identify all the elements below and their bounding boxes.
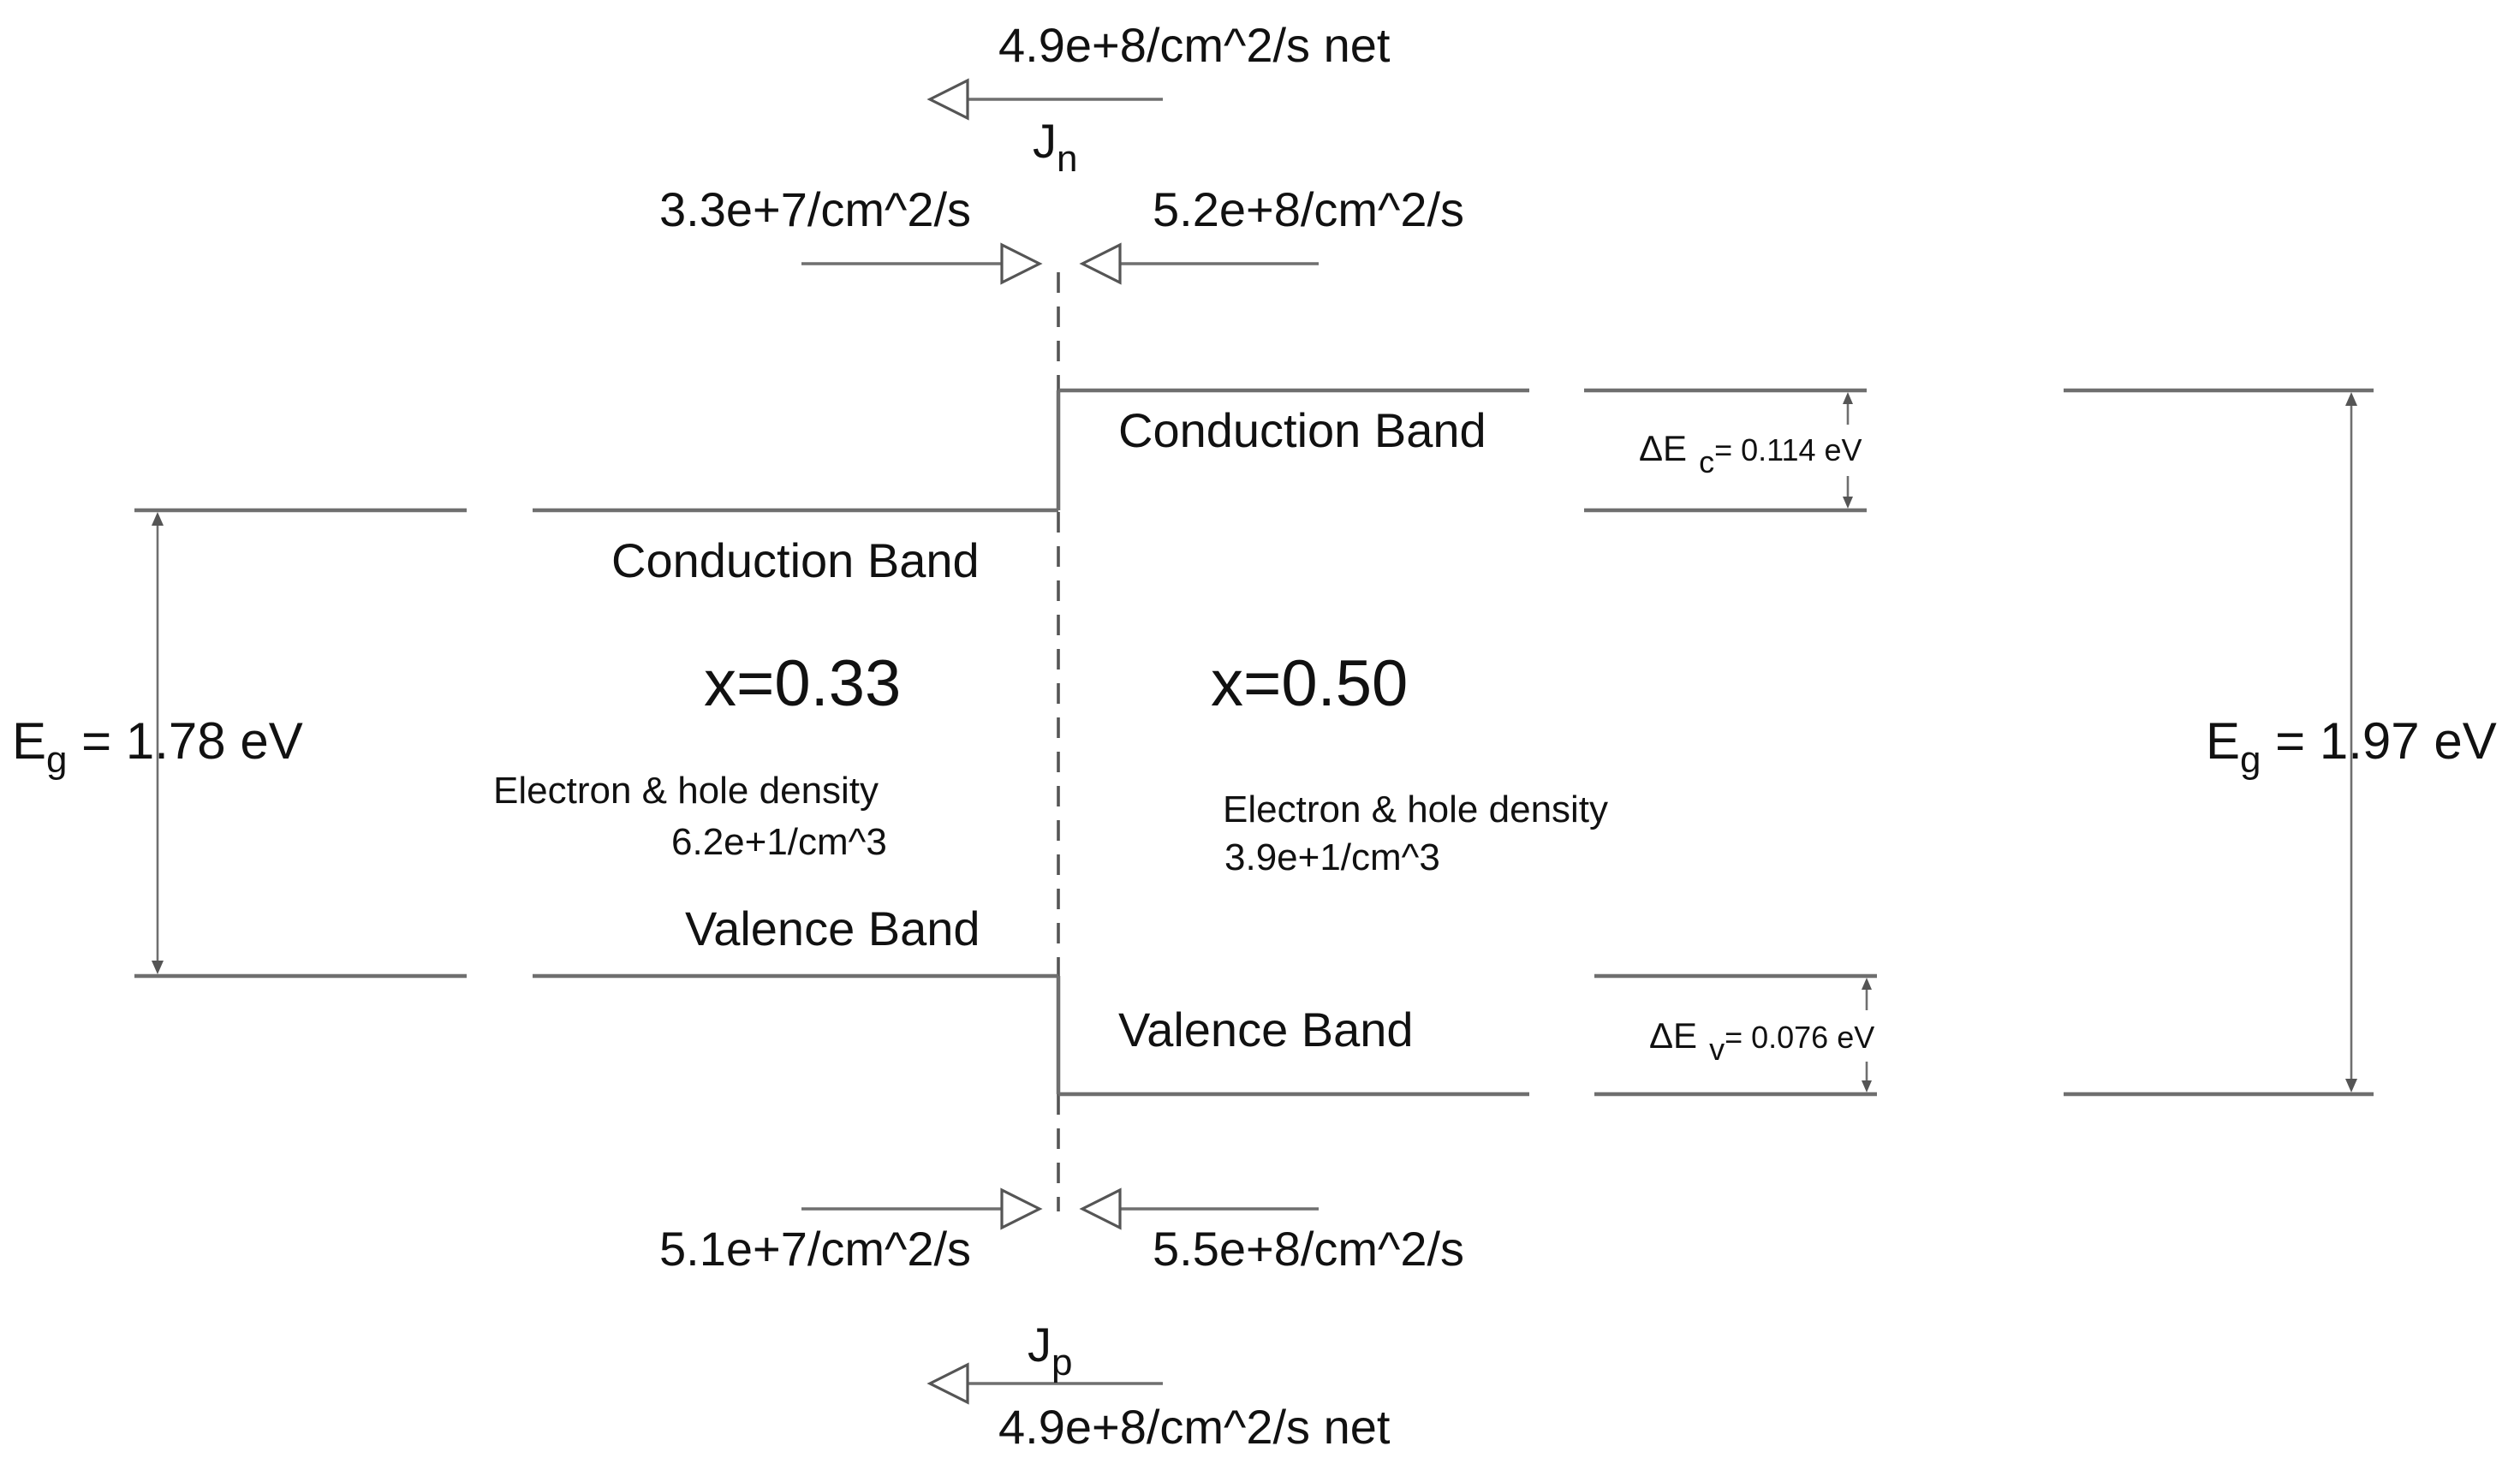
right-density-value: 3.9e+1/cm^3	[1224, 836, 1440, 878]
jp-left-arrow-head	[1000, 1187, 1043, 1230]
jp-right-arrow-head	[1079, 1187, 1122, 1230]
right-valence-band-label: Valence Band	[1118, 1003, 1414, 1056]
right-composition-label: x=0.50	[1211, 647, 1408, 720]
left-conduction-band-label: Conduction Band	[611, 533, 980, 587]
left-eg-label: Eg = 1.78 eV	[12, 712, 303, 781]
dec-arrow-top	[1843, 392, 1853, 404]
right-conduction-band-label: Conduction Band	[1118, 403, 1486, 457]
jn-left-arrow-head	[1000, 242, 1043, 285]
jp-net-flux-label: 4.9e+8/cm^2/s net	[998, 1400, 1391, 1454]
right-eg-label: Eg = 1.97 eV	[2206, 712, 2497, 781]
jp-symbol-label: Jp	[1028, 1318, 1072, 1384]
jn-net-flux-label: 4.9e+8/cm^2/s net	[998, 18, 1391, 72]
jp-right-flux-label: 5.5e+8/cm^2/s	[1153, 1222, 1464, 1276]
jn-right-arrow-head	[1079, 242, 1122, 285]
jn-net-arrow-head	[926, 78, 969, 121]
jn-symbol-label: Jn	[1033, 114, 1077, 180]
dev-arrow-bottom	[1862, 1080, 1872, 1092]
left-eg-arrow-top	[152, 512, 164, 526]
jn-left-flux-label: 3.3e+7/cm^2/s	[659, 182, 971, 236]
right-eg-arrow-bottom	[2345, 1079, 2357, 1092]
jp-net-arrow-head	[926, 1362, 969, 1405]
left-eg-arrow-bottom	[152, 961, 164, 974]
jp-left-flux-label: 5.1e+7/cm^2/s	[659, 1222, 971, 1276]
left-density-value: 6.2e+1/cm^3	[671, 821, 887, 863]
right-density-label: Electron & hole density	[1223, 789, 1608, 830]
dev-arrow-top	[1862, 978, 1872, 990]
dec-arrow-bottom	[1843, 497, 1853, 509]
left-valence-band-label: Valence Band	[685, 902, 980, 955]
left-density-label: Electron & hole density	[493, 770, 879, 812]
jn-right-flux-label: 5.2e+8/cm^2/s	[1153, 182, 1464, 236]
right-eg-arrow-top	[2345, 392, 2357, 406]
left-composition-label: x=0.33	[704, 647, 901, 720]
